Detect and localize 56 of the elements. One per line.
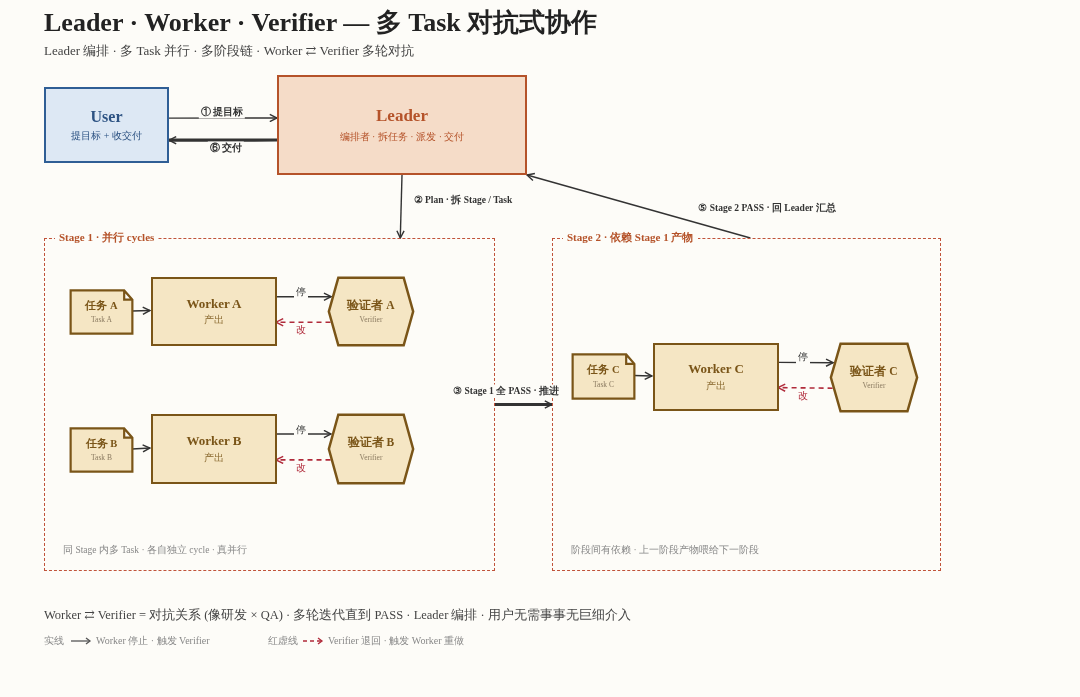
node-title: Worker C	[688, 361, 744, 377]
legend-prefix: 红虚线	[268, 634, 298, 648]
edge-label: ⑤ Stage 2 PASS · 回 Leader 汇总	[696, 201, 838, 215]
edge-label: ② Plan · 拆 Stage / Task	[411, 193, 515, 207]
task-document	[70, 428, 133, 472]
node-title: User	[90, 106, 123, 127]
arrow	[131, 444, 151, 453]
node-title: Worker B	[186, 433, 242, 449]
stage-title: Stage 1 · 并行 cycles	[55, 230, 159, 245]
leader-box	[277, 75, 527, 175]
edge-label: 停	[294, 423, 308, 437]
edge-label: ⑥ 交付	[207, 141, 245, 155]
legend-prefix: 实线	[44, 634, 64, 648]
node-title: Worker A	[186, 295, 242, 312]
diagram-title: Leader · Worker · Verifier — 多 Task 对抗式协作	[44, 7, 598, 39]
edge-label: ① 提目标	[198, 105, 246, 119]
stage-title: Stage 2 · 依赖 Stage 1 产物	[563, 230, 698, 245]
arrow	[526, 172, 752, 239]
task-document	[70, 290, 133, 334]
node-subtitle: 产出	[204, 314, 224, 328]
node-title: Leader	[376, 106, 428, 127]
stage-note: 阶段间有依赖 · 上一阶段产物喂给下一阶段	[571, 544, 759, 557]
node-title: 验证者 B	[347, 436, 395, 450]
verifier-hexagon	[830, 343, 918, 412]
legend-text: Worker 停止 · 触发 Verifier	[96, 634, 210, 648]
node-title: 任务 A	[85, 299, 118, 313]
verifier-hexagon	[328, 414, 414, 484]
worker-box	[653, 343, 779, 411]
node-subtitle: 产出	[204, 451, 224, 465]
legend-text: Verifier 退回 · 触发 Worker 重做	[328, 634, 465, 648]
node-title: 验证者 C	[850, 364, 898, 379]
user-box	[44, 87, 169, 163]
node-subtitle: 产出	[706, 379, 726, 393]
node-title: 任务 B	[85, 437, 118, 451]
node-title: 任务 C	[587, 364, 620, 377]
edge-label: 改	[294, 323, 308, 337]
arrow	[495, 400, 553, 409]
verifier-hexagon	[328, 277, 414, 346]
arrow	[396, 174, 405, 239]
note: Worker ⇄ Verifier = 对抗关系 (像研发 × QA) · 多轮迭代直到 PASS · Leader 编排 · 用户无需事事无巨细介入	[44, 607, 631, 624]
worker-box	[151, 414, 277, 484]
arrow	[131, 306, 151, 315]
node-title: 验证者 A	[347, 298, 395, 313]
edge-label: 改	[294, 461, 308, 475]
worker-box	[151, 277, 277, 346]
node-subtitle: 编排者 · 拆任务 · 派发 · 交付	[339, 129, 465, 144]
arrow	[633, 371, 653, 381]
node-subtitle: 提目标 + 收交付	[71, 129, 142, 144]
edge-label: ③ Stage 1 全 PASS · 推进	[451, 384, 561, 398]
stage-note: 同 Stage 内多 Task · 各自独立 cycle · 真并行	[63, 544, 248, 557]
task-document	[572, 354, 635, 399]
edge-label: 停	[796, 350, 810, 364]
subtitle: Leader 编排 · 多 Task 并行 · 多阶段链 · Worker ⇄ Verifier 多轮对抗	[44, 42, 415, 60]
edge-label: 停	[294, 285, 308, 299]
arrow	[168, 135, 277, 145]
edge-label: 改	[796, 389, 810, 403]
